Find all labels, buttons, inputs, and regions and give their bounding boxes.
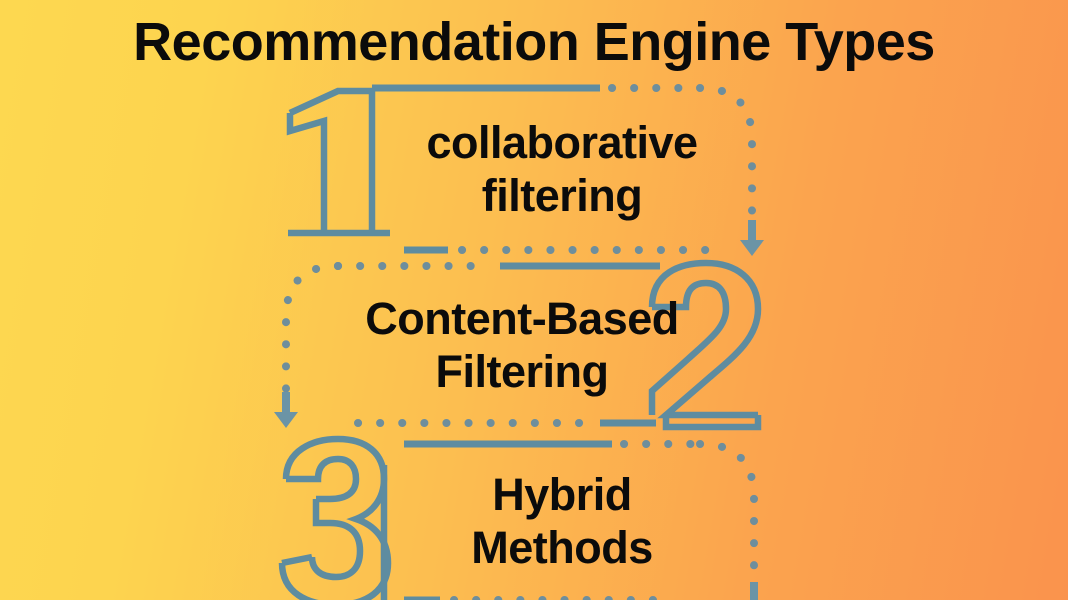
step-label-1-line-1: collaborative <box>426 116 698 168</box>
step-label-3-line-2: Methods <box>471 522 653 573</box>
dotted-arc-2 <box>282 262 342 394</box>
connector-group-1 <box>0 80 1068 258</box>
dotted-arc-1 <box>696 84 756 220</box>
step-number-2 <box>640 259 770 431</box>
step-number-1 <box>272 83 402 255</box>
connector-group-3 <box>0 432 1068 600</box>
list-item: Content-Based Filtering <box>0 256 1068 434</box>
step-label-2: Content-Based Filtering <box>322 292 722 398</box>
page-title: Recommendation Engine Types <box>133 12 935 72</box>
arrow-head-icon-2 <box>274 412 298 428</box>
list-item: Hybrid Methods <box>0 432 1068 600</box>
arrow-head-icon-1 <box>740 240 764 256</box>
connector-group-2 <box>0 256 1068 434</box>
step-label-3: Hybrid Methods <box>362 468 762 574</box>
step-label-3-line-1: Hybrid <box>492 468 632 520</box>
step-label-1-line-2: filtering <box>481 170 643 221</box>
list-item: collaborative filtering <box>0 80 1068 258</box>
step-number-3 <box>272 435 402 600</box>
step-label-2-line-2: Filtering <box>435 346 610 397</box>
step-label-2-line-1: Content-Based <box>365 292 679 344</box>
step-label-1: collaborative filtering <box>362 116 762 222</box>
dotted-arc-3 <box>696 440 758 586</box>
